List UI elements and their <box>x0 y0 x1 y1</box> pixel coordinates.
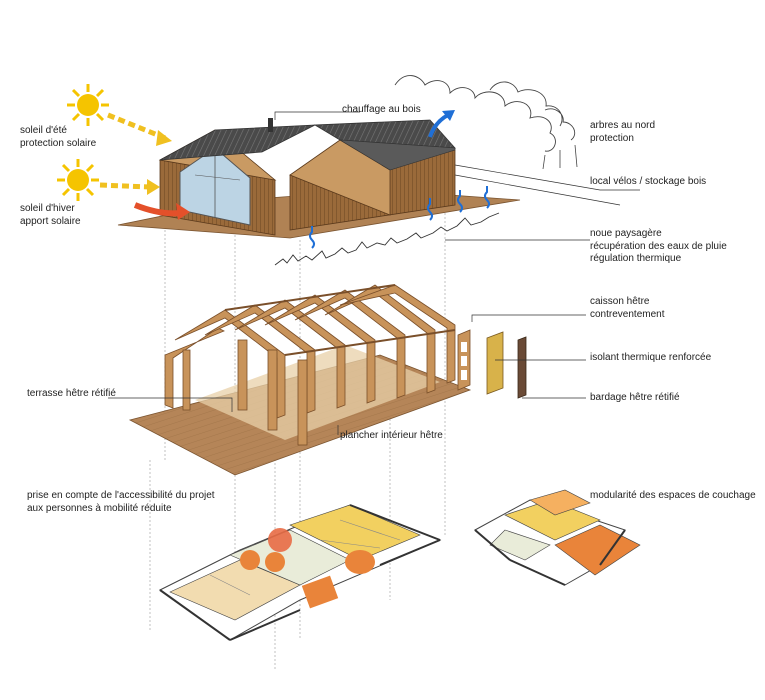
cladding-label: bardage hêtre rétifié <box>590 392 680 403</box>
beech-box-layer <box>457 329 471 391</box>
timber-frame-structure <box>128 284 472 476</box>
water-arrows <box>309 186 490 249</box>
accessibility-line1: prise en compte de l'accessibilité du pr… <box>27 490 215 501</box>
terrace-label: terrasse hêtre rétifié <box>27 388 116 399</box>
winter-sun-label: soleil d'hiver apport solaire <box>20 203 81 228</box>
leader-lines <box>108 111 640 435</box>
accessibility-floor-plan <box>159 504 442 641</box>
north-trees-sketch <box>394 75 576 152</box>
swale-line3: régulation thermique <box>590 253 682 264</box>
ground-grass <box>274 212 500 266</box>
interior-floor-label: plancher intérieur hêtre <box>340 430 443 441</box>
beech-box-line2: contreventement <box>590 308 665 320</box>
winter-sun-line1: soleil d'hiver <box>20 203 75 214</box>
swale-line1: noue paysagère <box>590 228 662 239</box>
swale-label: noue paysagère récupération des eaux de … <box>590 228 727 266</box>
north-trees-line1: arbres au nord <box>590 120 656 131</box>
north-trees-label: arbres au nord protection <box>590 120 655 145</box>
north-trees-line2: protection <box>590 132 634 144</box>
wall-layers <box>457 329 527 399</box>
bike-storage-label: local vélos / stockage bois <box>590 176 707 187</box>
chimney-smoke-arrow <box>428 110 455 138</box>
winter-sun-line2: apport solaire <box>20 215 81 227</box>
summer-sun-icon <box>67 84 109 126</box>
cladding-layer <box>517 336 527 399</box>
insulation-label: isolant thermique renforcée <box>590 352 712 363</box>
accessibility-label: prise en compte de l'accessibilité du pr… <box>27 490 215 515</box>
swale-line2: récupération des eaux de pluie <box>590 240 727 252</box>
summer-sun-line2: protection solaire <box>20 137 97 149</box>
summer-sun-line1: soleil d'été <box>20 125 67 136</box>
wood-heating-label: chauffage au bois <box>342 104 421 115</box>
summer-sun-arrow <box>107 112 172 146</box>
winter-sun-icon <box>57 159 99 201</box>
beech-box-label: caisson hêtre contreventement <box>590 296 665 321</box>
house-3d-view <box>117 118 521 239</box>
warm-air-arrow <box>133 202 181 217</box>
insulation-layer <box>486 331 504 395</box>
winter-sun-arrow <box>99 179 160 195</box>
chimney <box>268 118 273 132</box>
summer-sun-label: soleil d'été protection solaire <box>20 125 96 150</box>
beech-box-line1: caisson hêtre <box>590 296 650 307</box>
modularity-label: modularité des espaces de couchage <box>590 490 756 501</box>
modular-sleeping-floor-plan <box>474 489 641 586</box>
accessibility-line2: aux personnes à mobilité réduite <box>27 502 172 514</box>
